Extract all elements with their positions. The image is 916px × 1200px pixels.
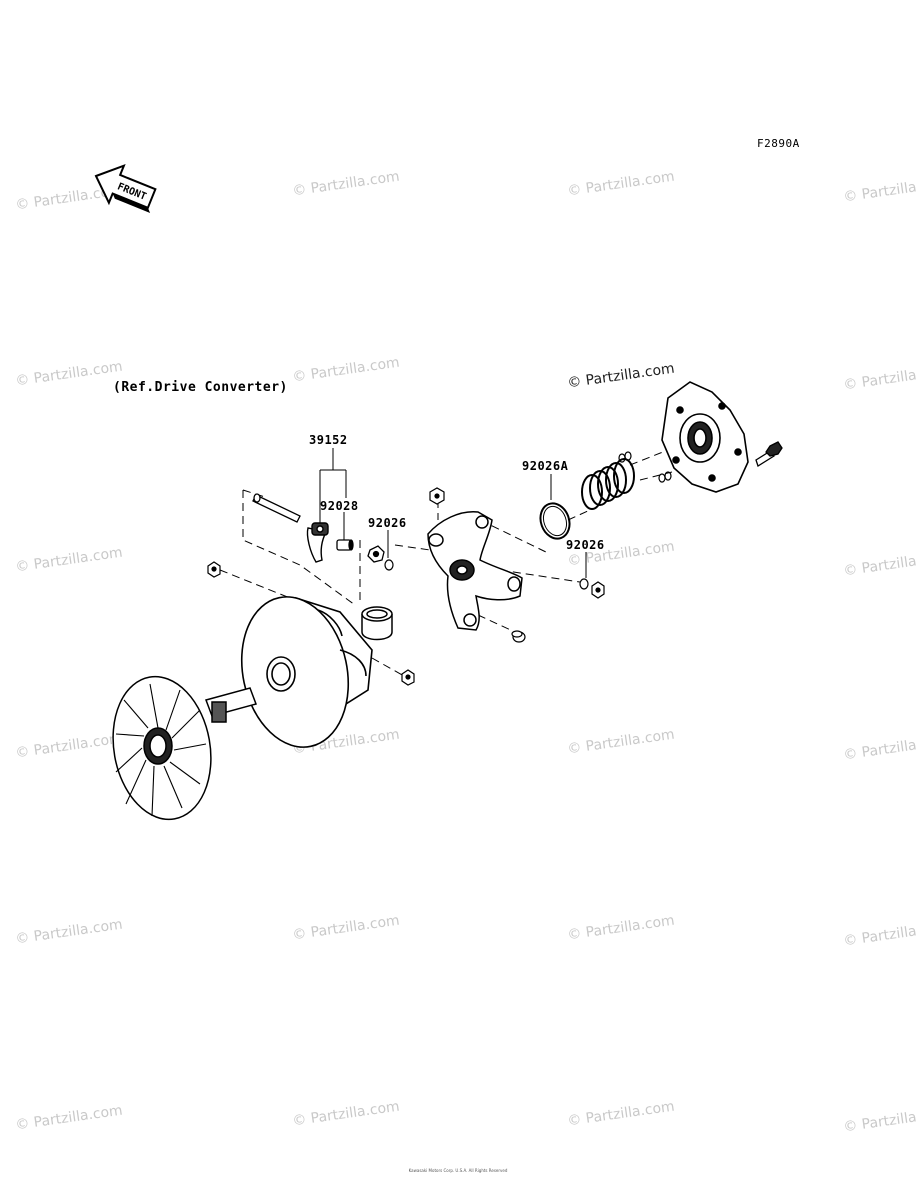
o-ring-92026-right <box>579 578 589 590</box>
o-ring-92026-left <box>384 559 394 571</box>
assembly-lines <box>219 449 673 677</box>
nut-left <box>367 545 385 563</box>
leader-lines <box>319 448 587 578</box>
slider-button <box>511 630 526 643</box>
nut <box>207 561 221 578</box>
front-arrow-icon: FRONT <box>94 163 157 213</box>
roller-92028 <box>336 539 354 551</box>
part-label-92026-right: 92026 <box>566 538 605 552</box>
nut <box>429 487 445 505</box>
bolt <box>755 441 783 467</box>
movable-sheave <box>240 596 373 748</box>
ref-note: (Ref.Drive Converter) <box>113 380 288 395</box>
nut-right <box>591 581 605 599</box>
weight-arm-39152 <box>306 522 329 563</box>
cover <box>661 381 749 493</box>
collar <box>361 606 393 641</box>
spider <box>427 511 523 631</box>
footer-copyright: Kawasaki Motors Corp. U.S.A. All Rights … <box>408 1168 508 1173</box>
bushing <box>618 451 672 483</box>
part-label-39152: 39152 <box>309 433 348 447</box>
spring <box>581 458 635 510</box>
fixed-sheave <box>112 675 257 821</box>
part-label-92026-left: 92026 <box>368 516 407 530</box>
figure-code: F2890A <box>757 137 800 150</box>
part-label-92026a: 92026A <box>522 459 569 473</box>
pin <box>252 493 301 523</box>
ring-92026a <box>539 502 571 540</box>
part-label-92028: 92028 <box>320 499 359 513</box>
nut <box>401 669 415 686</box>
